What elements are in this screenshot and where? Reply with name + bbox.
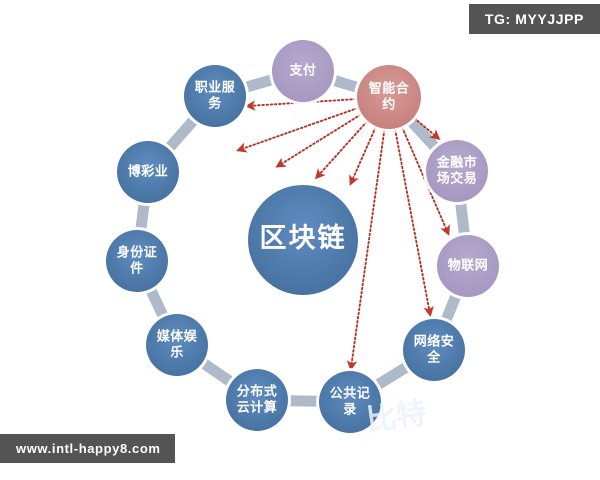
node-label: 录: [343, 401, 357, 416]
center-node-blockchain[interactable]: 区块链: [245, 182, 361, 298]
node-label: 博彩业: [128, 163, 169, 178]
ring-node-gaming[interactable]: 博彩业: [114, 138, 182, 206]
node-layer: 支付职业服务博彩业身份证件媒体娱乐分布式云计算公共记录网络安全物联网金融市场交易…: [103, 37, 502, 436]
ring-connector: [245, 74, 273, 93]
smart-contract-arrow: [346, 128, 386, 372]
node-label: 智能合: [369, 80, 410, 95]
ring-connector: [455, 203, 470, 234]
node-label: 物联网: [448, 257, 489, 272]
node-label: 支付: [288, 62, 316, 77]
ring-node-iot[interactable]: 物联网: [434, 232, 502, 300]
smart-contract-arrow-layer: [236, 98, 450, 372]
node-label: 身份证: [117, 244, 158, 259]
node-label: 媒体娱: [157, 328, 198, 343]
ring-connector: [332, 75, 359, 93]
ring-node-payment[interactable]: 支付: [269, 37, 337, 105]
smart-contract-arrow: [413, 117, 441, 141]
ring-connector: [407, 118, 439, 151]
ring-connector: [375, 362, 409, 390]
ring-connector: [146, 288, 168, 318]
node-label: 件: [130, 260, 144, 275]
node-label: 分布式: [237, 383, 278, 398]
node-label: 全: [426, 349, 441, 364]
smart-contract-arrow: [275, 113, 362, 168]
ring-connector: [165, 117, 198, 151]
ring-connector: [135, 204, 150, 229]
ring-connector: [289, 395, 318, 407]
node-label: 云计算: [237, 399, 278, 414]
ring-connector: [441, 294, 461, 322]
smart-contract-arrow: [314, 120, 368, 180]
node-label: 职业服: [195, 79, 236, 94]
site-url-watermark: www.intl-happy8.com: [0, 434, 175, 463]
smart-contract-arrow: [394, 128, 434, 318]
smart-contract-arrow: [349, 126, 377, 186]
node-label: 网络安: [414, 333, 455, 348]
telegram-watermark: TG: MYYJJPP: [468, 4, 600, 34]
node-label: 乐: [170, 344, 184, 359]
node-label: 金融市: [436, 154, 478, 169]
smart-contract-arrow: [236, 107, 359, 153]
node-label: 公共记: [330, 385, 371, 400]
node-label: 场交易: [437, 170, 478, 185]
ring-connector-layer: [135, 74, 470, 407]
smart-contract-arrow: [401, 126, 450, 236]
ring-connector: [201, 359, 233, 386]
node-label: 区块链: [260, 222, 347, 253]
node-label: 约: [382, 96, 396, 111]
node-label: 务: [208, 95, 222, 110]
